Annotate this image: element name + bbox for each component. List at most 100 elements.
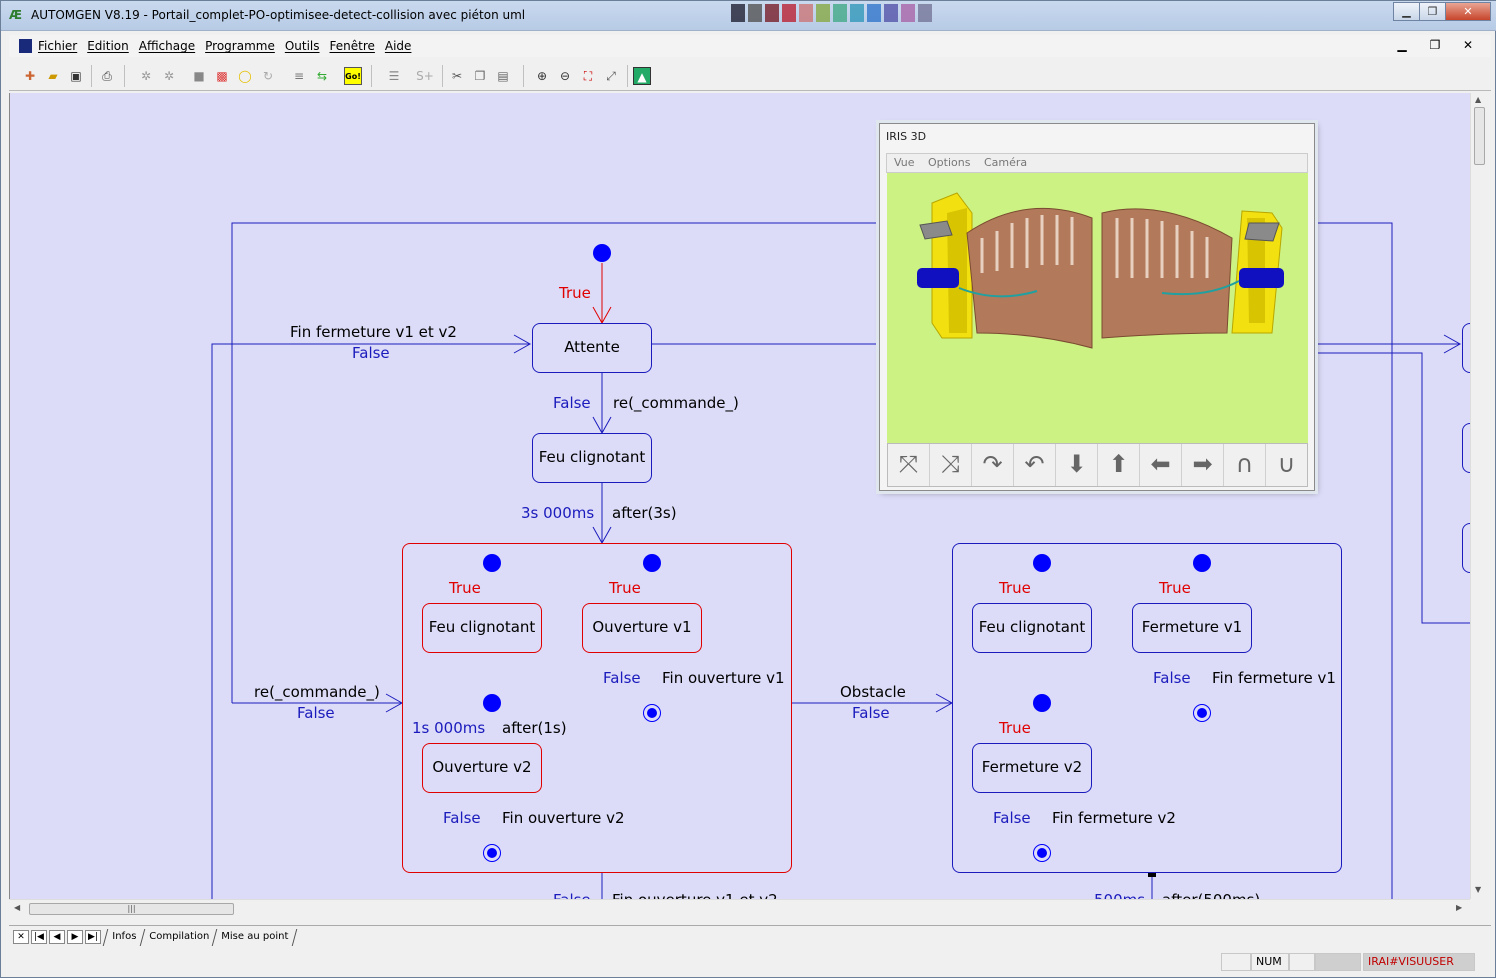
document-icon[interactable] (19, 39, 32, 53)
connect-icon[interactable]: ⇆ (316, 69, 328, 83)
menu-outils[interactable]: Outils (284, 39, 320, 53)
state-feu-clignotant-3[interactable]: Feu clignotant (972, 603, 1092, 653)
final-state-ferm1[interactable] (1193, 704, 1211, 722)
initial-dot-fermeture-a[interactable] (1033, 554, 1051, 572)
scroll-left-icon[interactable]: ◀ (14, 903, 21, 912)
initial-dot-ouverture-c[interactable] (483, 694, 501, 712)
horizontal-scrollbar[interactable]: ◀ ||| ▶ (9, 899, 1470, 917)
offscreen-state-1[interactable] (1462, 323, 1470, 373)
arrow-up-icon[interactable]: ⬆ (1098, 444, 1140, 486)
initial-pseudostate[interactable] (593, 244, 611, 262)
iris-3d-icon[interactable]: ▲ (633, 67, 651, 85)
iris-menu-camera[interactable]: Caméra (984, 156, 1028, 169)
state-fermeture-v1[interactable]: Fermeture v1 (1132, 603, 1252, 653)
state-ouverture-v2[interactable]: Ouverture v2 (422, 743, 542, 793)
state-feu-clignotant[interactable]: Feu clignotant (532, 433, 652, 483)
menu-aide[interactable]: Aide (384, 39, 412, 53)
collapse-icon[interactable]: ⤨ (930, 444, 972, 486)
list-icon[interactable]: ☰ (388, 69, 400, 83)
doc-restore-button[interactable]: ❐ (1429, 38, 1441, 52)
zoom-fit-icon[interactable]: ⛶ (583, 69, 593, 83)
initial-dot-fermeture-c[interactable] (1033, 694, 1051, 712)
open-icon[interactable]: ▰ (48, 69, 58, 83)
close-panel-icon[interactable]: ✕ (13, 930, 29, 944)
state-feu-clignotant-2[interactable]: Feu clignotant (422, 603, 542, 653)
expand-icon[interactable]: ⤧ (888, 444, 930, 486)
maximize-button[interactable]: ❐ (1419, 2, 1446, 21)
tab-infos[interactable]: Infos (102, 929, 145, 946)
initial-dot-ouverture-b[interactable] (643, 554, 661, 572)
vertical-scroll-thumb[interactable] (1474, 107, 1485, 165)
state-attente[interactable]: Attente (532, 323, 652, 373)
new-icon[interactable]: ✚ (24, 69, 36, 83)
rotate-left-icon[interactable]: ↶ (1014, 444, 1056, 486)
arrow-left-icon[interactable]: ⬅ (1140, 444, 1182, 486)
rotate-right-icon[interactable]: ↷ (972, 444, 1014, 486)
menu-fenetre[interactable]: Fenêtre (329, 39, 375, 53)
state-fermeture-v2[interactable]: Fermeture v2 (972, 743, 1092, 793)
toolbar-separator (523, 65, 524, 87)
scroll-up-icon[interactable]: ▲ (1475, 95, 1482, 104)
last-tab-icon[interactable]: ▶| (85, 930, 101, 944)
composite-state-fermeture[interactable] (952, 543, 1342, 873)
horizontal-scroll-thumb[interactable]: ||| (29, 903, 234, 915)
label-after-1s: after(1s) (502, 719, 567, 737)
offscreen-state-3[interactable] (1462, 523, 1470, 573)
zoom-all-icon[interactable]: ⤢ (606, 69, 616, 83)
print-icon[interactable]: ⎙ (102, 69, 112, 83)
menu-fichier[interactable]: Fichier (38, 39, 78, 53)
step-plus-icon[interactable]: S+ (416, 69, 434, 83)
tab-compilation[interactable]: Compilation (139, 929, 218, 946)
label-fin-ouverture-v2: Fin ouverture v2 (502, 809, 625, 827)
compile-icon[interactable]: ✲ (140, 69, 152, 83)
final-state-ouv1[interactable] (643, 704, 661, 722)
toolbar-separator (124, 65, 125, 87)
menu-programme[interactable]: Programme (205, 39, 275, 53)
scroll-down-icon[interactable]: ▼ (1475, 885, 1482, 894)
iris-menu-options[interactable]: Options (928, 156, 971, 169)
composite-state-ouverture[interactable] (402, 543, 792, 873)
doc-close-button[interactable]: ✕ (1462, 38, 1474, 52)
first-tab-icon[interactable]: |◀ (31, 930, 47, 944)
state-ouverture-v1[interactable]: Ouverture v1 (582, 603, 702, 653)
tab-mise-au-point[interactable]: Mise au point (211, 929, 298, 946)
save-icon[interactable]: ▣ (70, 69, 82, 83)
offscreen-state-2[interactable] (1462, 423, 1470, 473)
doc-minimize-button[interactable]: ▁ (1397, 38, 1407, 52)
label-false-ouv2: False (443, 809, 481, 827)
copy-icon[interactable]: ❐ (474, 69, 486, 83)
initial-dot-ouverture-a[interactable] (483, 554, 501, 572)
menu-edition[interactable]: Edition (87, 39, 129, 53)
initial-dot-fermeture-b[interactable] (1193, 554, 1211, 572)
vertical-scrollbar[interactable]: ▲ ▼ (1470, 93, 1487, 899)
iris-menu-vue[interactable]: Vue (894, 156, 915, 169)
link-icon[interactable]: ≡ (293, 69, 305, 83)
paste-icon[interactable]: ▤ (497, 69, 509, 83)
close-button[interactable]: ✕ (1445, 2, 1491, 21)
final-state-ouv2[interactable] (483, 844, 501, 862)
label-true-a: True (449, 579, 481, 597)
zoom-out-icon[interactable]: ⊖ (559, 69, 571, 83)
go-icon[interactable]: Go! (344, 67, 362, 85)
next-tab-icon[interactable]: ▶ (67, 930, 83, 944)
run-icon[interactable]: ◯ (238, 69, 252, 83)
label-false-2: False (553, 394, 591, 412)
build-icon[interactable]: ✲ (163, 69, 175, 83)
scroll-right-icon[interactable]: ▶ (1456, 903, 1463, 912)
final-state-ferm2[interactable] (1033, 844, 1051, 862)
cut-icon[interactable]: ✂ (451, 69, 463, 83)
iris-3d-scene[interactable] (887, 173, 1308, 443)
arrow-down-icon[interactable]: ⬇ (1056, 444, 1098, 486)
reset-icon[interactable]: ▩ (216, 69, 228, 83)
iris-3d-window[interactable]: IRIS 3D Vue Options Caméra (879, 123, 1315, 491)
tilt-down-icon[interactable]: ∪ (1277, 450, 1296, 478)
menu-affichage[interactable]: Affichage (138, 39, 196, 53)
stop-icon[interactable]: ■ (193, 69, 205, 83)
tilt-up-icon[interactable]: ∩ (1224, 444, 1266, 486)
prev-tab-icon[interactable]: ◀ (49, 930, 65, 944)
step-icon[interactable]: ↻ (262, 69, 274, 83)
label-false-ferm1: False (1153, 669, 1191, 687)
arrow-right-icon[interactable]: ➡ (1182, 444, 1224, 486)
zoom-in-icon[interactable]: ⊕ (536, 69, 548, 83)
minimize-button[interactable]: ▁ (1393, 2, 1420, 21)
